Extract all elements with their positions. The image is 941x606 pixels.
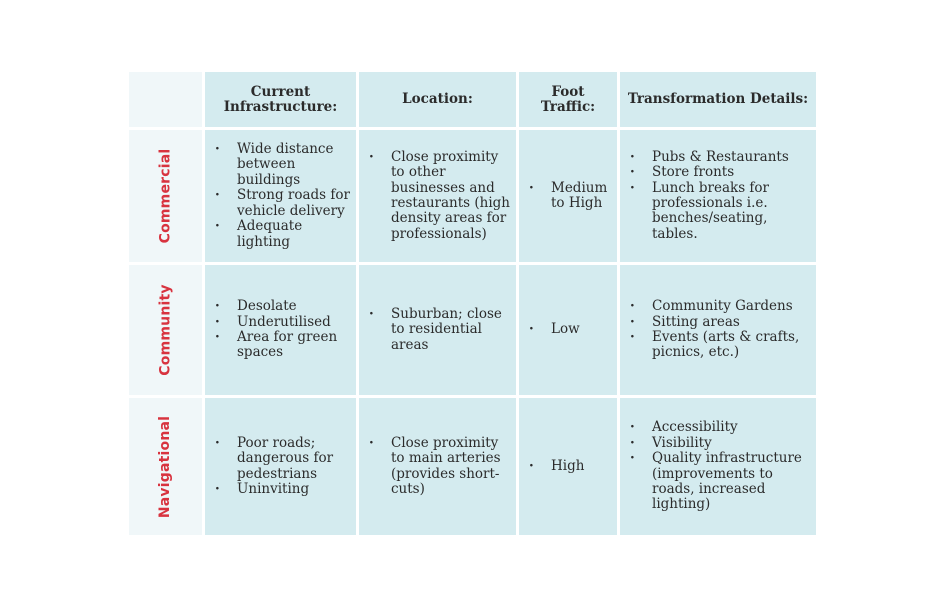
list-item: Adequate lighting [213,218,350,250]
cell-foot-traffic: Medium to High [519,130,617,262]
list-item: Lunch breaks for professionals i.e. benc… [628,180,810,243]
header-location: Location: [359,72,516,127]
list-item: High [527,458,584,475]
cell-foot-traffic: Low [519,265,617,395]
row-label-community: Community [129,265,202,395]
list-item: Store fronts [628,164,810,181]
bullet-list: Close proximity to main arteries (provid… [359,435,516,498]
cell-location: Close proximity to other businesses and … [359,130,516,262]
cell-location: Suburban; close to residential areas [359,265,516,395]
list-item: Uninviting [213,481,350,498]
list-item: Strong roads for vehicle delivery [213,188,350,219]
list-item: Visibility [628,435,810,452]
list-item: Poor roads; dangerous for pedestrians [213,435,350,482]
list-item: Accessibility [628,419,810,436]
cell-infrastructure: Wide distance between buildings Strong r… [205,130,356,262]
corner-cell [129,72,202,127]
cell-infrastructure: Poor roads; dangerous for pedestrians Un… [205,398,356,535]
list-item: Events (arts & crafts, picnics, etc.) [628,329,810,361]
list-item: Wide distance between buildings [213,141,350,188]
row-label-commercial: Commercial [129,130,202,262]
list-item: Close proximity to main arteries (provid… [367,435,510,498]
bullet-list: High [519,458,590,475]
cell-transformation: Pubs & Restaurants Store fronts Lunch br… [620,130,816,262]
bullet-list: Medium to High [519,180,617,212]
cell-location: Close proximity to main arteries (provid… [359,398,516,535]
list-item: Community Gardens [628,298,810,315]
bullet-list: Accessibility Visibility Quality infrast… [620,419,816,513]
list-item: Quality infrastructure (improvements to … [628,450,810,513]
bullet-list: Community Gardens Sitting areas Events (… [620,298,816,361]
list-item: Desolate [213,298,350,315]
list-item: Suburban; close to residential areas [367,306,510,353]
list-item: Low [527,321,580,338]
header-infrastructure: Current Infrastructure: [205,72,356,127]
comparison-table: Current Infrastructure: Location: Foot T… [129,72,816,535]
list-item: Pubs & Restaurants [628,149,810,166]
bullet-list: Suburban; close to residential areas [359,306,516,353]
bullet-list: Low [519,321,586,338]
cell-transformation: Accessibility Visibility Quality infrast… [620,398,816,535]
header-transformation: Transformation Details: [620,72,816,127]
row-label-navigational: Navigational [129,398,202,535]
bullet-list: Close proximity to other businesses and … [359,149,516,242]
bullet-list: Pubs & Restaurants Store fronts Lunch br… [620,149,816,243]
bullet-list: Wide distance between buildings Strong r… [205,141,356,250]
list-item: Area for green spaces [213,329,350,361]
list-item: Medium to High [527,180,611,212]
header-foot-traffic: Foot Traffic: [519,72,617,127]
list-item: Sitting areas [628,314,810,331]
cell-infrastructure: Desolate Underutilised Area for green sp… [205,265,356,395]
cell-foot-traffic: High [519,398,617,535]
list-item: Close proximity to other businesses and … [367,149,510,242]
bullet-list: Poor roads; dangerous for pedestrians Un… [205,435,356,498]
list-item: Underutilised [213,314,350,331]
cell-transformation: Community Gardens Sitting areas Events (… [620,265,816,395]
bullet-list: Desolate Underutilised Area for green sp… [205,298,356,361]
